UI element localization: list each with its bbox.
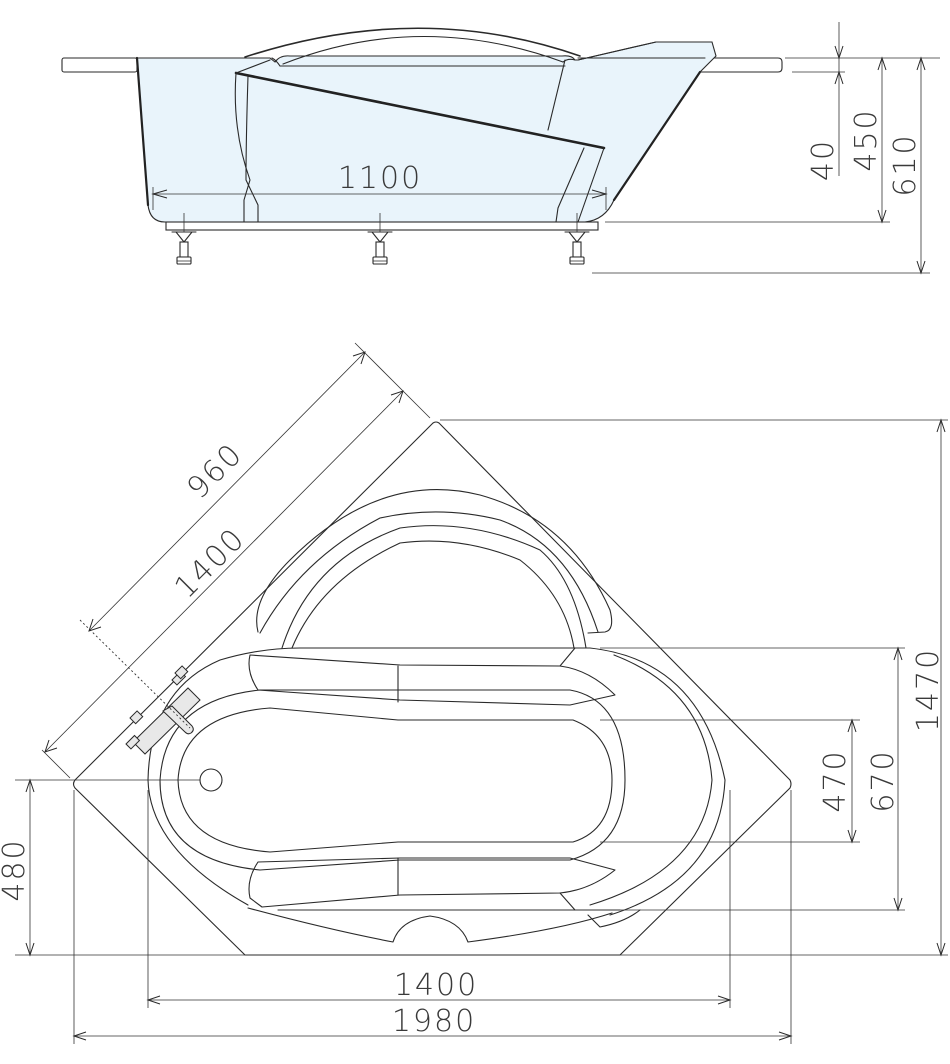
dim-label-1470: 1470 bbox=[911, 648, 946, 732]
right-deck-ledge bbox=[699, 57, 783, 73]
left-deck-ledge bbox=[61, 57, 138, 73]
dim-label-960: 960 bbox=[181, 437, 250, 506]
front-apron-tab bbox=[587, 909, 641, 928]
seat-top-edge bbox=[559, 647, 576, 667]
tub-rim-outer bbox=[147, 647, 726, 916]
dim-label-40: 40 bbox=[806, 139, 841, 181]
dimension-1100: 1100 bbox=[151, 161, 608, 210]
dimension-vertical-stack: 40 450 610 bbox=[592, 22, 940, 275]
dim-label-1980: 1980 bbox=[392, 1004, 476, 1039]
dim-label-670: 670 bbox=[866, 749, 901, 812]
front-apron bbox=[247, 907, 613, 943]
plan-view: 960 1400 470 670 bbox=[0, 342, 948, 1044]
seat-left-support-b bbox=[245, 75, 259, 223]
dim-label-610: 610 bbox=[888, 133, 923, 196]
dim-label-450: 450 bbox=[849, 108, 884, 171]
seat-slope bbox=[234, 71, 606, 150]
basin-rim-outer bbox=[159, 689, 626, 871]
seat-right-support-b bbox=[555, 147, 585, 223]
dim-label-470: 470 bbox=[818, 749, 853, 812]
headrest-right-drop bbox=[547, 59, 566, 131]
tub-outer-outline bbox=[72, 421, 792, 956]
seat-left-support-a bbox=[234, 72, 251, 223]
seat-right-support-a bbox=[577, 147, 605, 223]
dimension-bottom: 1400 1980 bbox=[72, 790, 793, 1044]
headrest-mid bbox=[259, 511, 599, 634]
headrest-arch-outer bbox=[244, 27, 581, 58]
tub-right-wall bbox=[612, 70, 702, 202]
dim-label-1100: 1100 bbox=[338, 161, 422, 196]
tub-left-wall bbox=[135, 56, 150, 207]
seat-bottom bbox=[248, 857, 616, 908]
headrest-outer bbox=[256, 489, 613, 634]
headrest-inner-a bbox=[281, 525, 587, 649]
headrest-right-curl bbox=[562, 58, 576, 63]
dim-label-1400-bottom: 1400 bbox=[394, 968, 478, 1003]
basin-floor bbox=[177, 707, 613, 853]
leg-left bbox=[171, 213, 197, 265]
leg-right bbox=[564, 213, 590, 265]
tub-body bbox=[136, 41, 717, 223]
faucet-icon bbox=[125, 665, 201, 755]
seat-bottom-edge bbox=[559, 892, 576, 911]
dimension-plan-right: 470 670 1470 bbox=[278, 418, 948, 957]
faucet-centerline bbox=[79, 619, 191, 729]
side-view: 1100 40 450 610 bbox=[61, 22, 940, 275]
tub-rim-inner-right bbox=[589, 654, 713, 906]
right-head-raise bbox=[577, 41, 713, 61]
seat-top bbox=[248, 654, 616, 706]
headrest-left-curl bbox=[271, 57, 281, 67]
seat-left-top bbox=[235, 59, 271, 74]
dimension-diagonal: 960 1400 bbox=[41, 342, 431, 779]
dimension-480: 480 bbox=[0, 778, 245, 957]
base-plate bbox=[165, 221, 599, 231]
headrest-arch-inner bbox=[282, 35, 564, 65]
headrest-inner-b bbox=[291, 540, 575, 649]
drain-icon bbox=[199, 768, 223, 792]
leg-middle bbox=[367, 213, 393, 265]
dim-label-1400-diagonal: 1400 bbox=[168, 521, 252, 605]
dim-label-480: 480 bbox=[0, 838, 32, 901]
